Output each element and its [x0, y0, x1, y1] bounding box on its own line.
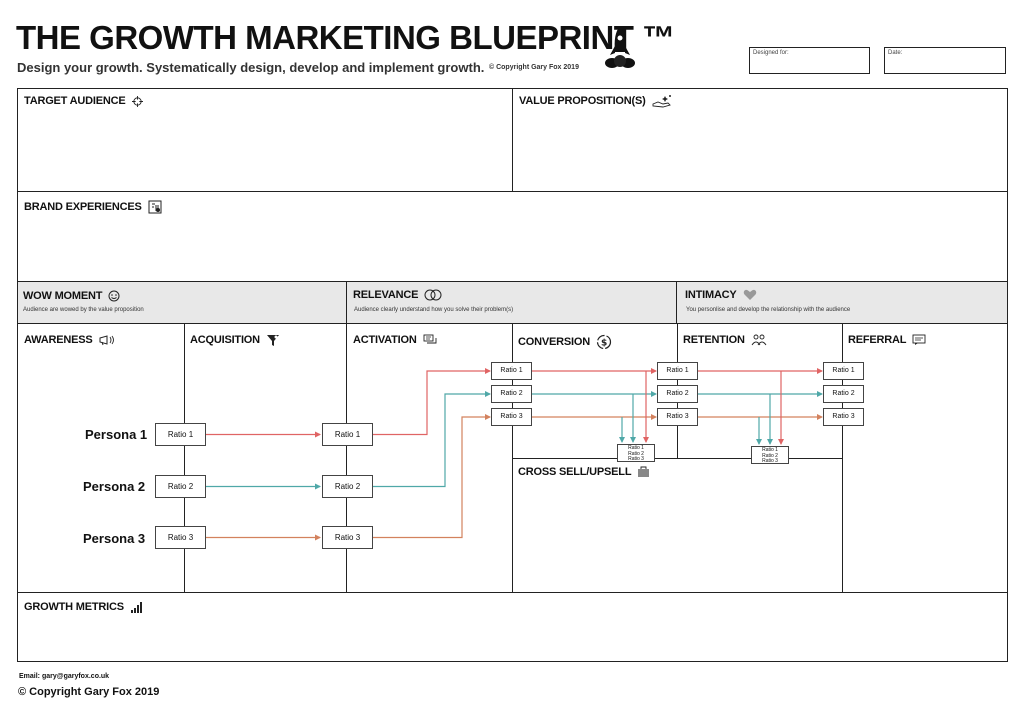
flow-line-ratio-1 [372, 368, 491, 436]
awareness-ratio-2: Ratio 2 [155, 475, 206, 498]
engagement-band [18, 282, 1007, 323]
overlap-circles-icon [424, 289, 442, 301]
conversion-ratio-3: Ratio 3 [657, 408, 698, 426]
footer-email: Email: gary@garyfox.co.uk [19, 673, 110, 680]
megaphone-icon [99, 335, 114, 346]
smiley-icon [108, 290, 120, 302]
footer-copyright: © Copyright Gary Fox 2019 [18, 686, 160, 698]
svg-text:$: $ [601, 339, 607, 349]
cross-sell-heading: CROSS SELL/UPSELL [518, 466, 650, 478]
designed-for-label: Designed for: [753, 50, 789, 56]
relevance-description: Audience clearly understand how you solv… [354, 307, 514, 313]
people-icon [751, 334, 767, 346]
divider [17, 592, 1008, 593]
persona-2-label: Persona 2 [83, 479, 146, 494]
intimacy-heading: INTIMACY [685, 289, 757, 301]
activation-heading: ACTIVATION [353, 334, 437, 346]
dollar-cycle-icon: $ [596, 334, 612, 350]
bars-icon [130, 601, 142, 613]
retention-ratio-1: Ratio 1 [823, 362, 864, 380]
acquisition-ratio-2: Ratio 2 [322, 475, 373, 498]
activation-ratio-2: Ratio 2 [491, 385, 532, 403]
acquisition-ratio-3: Ratio 3 [322, 526, 373, 549]
value-proposition-heading: VALUE PROPOSITION(S) [519, 94, 672, 108]
retention-ratio-2: Ratio 2 [823, 385, 864, 403]
target-audience-heading: TARGET AUDIENCE [24, 95, 143, 107]
heart-icon [743, 290, 756, 301]
conversion-ratio-2: Ratio 2 [657, 385, 698, 403]
crosshair-icon [131, 95, 143, 107]
divider [512, 458, 842, 459]
divider [676, 281, 677, 323]
activation-ratio-3: Ratio 3 [491, 408, 532, 426]
date-label: Date: [888, 50, 903, 56]
divider [512, 88, 513, 192]
referral-heading: REFERRAL [848, 334, 926, 346]
page-title: THE GROWTH MARKETING BLUEPRINT ™ [16, 19, 675, 56]
header-copyright: © Copyright Gary Fox 2019 [489, 64, 579, 71]
conversion-ratio-1: Ratio 1 [657, 362, 698, 380]
brand-experiences-heading: BRAND EXPERIENCES [24, 200, 162, 214]
funnel-icon [266, 335, 279, 346]
persona-1-label: Persona 1 [85, 427, 148, 442]
divider [346, 323, 347, 592]
chat-icon [423, 334, 437, 344]
retention-ratio-3: Ratio 3 [823, 408, 864, 426]
comment-icon [912, 334, 926, 346]
date-field[interactable]: Date: [884, 47, 1006, 74]
hand-sparkle-icon [652, 95, 671, 108]
activation-ratio-1: Ratio 1 [491, 362, 532, 380]
persona-3-label: Persona 3 [83, 531, 146, 546]
conversion-heading: CONVERSION$ [518, 334, 612, 350]
designed-for-field[interactable]: Designed for: [749, 47, 870, 74]
divider [17, 281, 1008, 282]
acquisition-ratio-1: Ratio 1 [322, 423, 373, 446]
growth-metrics-heading: GROWTH METRICS [24, 601, 143, 613]
flow-line-ratio-2 [372, 391, 491, 488]
bag-icon [638, 466, 650, 478]
divider [184, 323, 185, 592]
divider [842, 323, 843, 592]
divider [512, 323, 513, 592]
acquisition-heading: ACQUISITION [190, 333, 280, 347]
retention-heading: RETENTION [683, 334, 767, 346]
relevance-heading: RELEVANCE [353, 289, 442, 301]
page-subtitle: Design your growth. Systematically desig… [17, 60, 485, 75]
awareness-heading: AWARENESS [24, 334, 117, 346]
intimacy-description: You personlise and develop the relations… [686, 307, 851, 313]
flow-line-ratio-3 [372, 414, 491, 539]
brand-icon [148, 200, 162, 214]
awareness-ratio-1: Ratio 1 [155, 423, 206, 446]
wow-moment-heading: WOW MOMENT [23, 290, 120, 302]
wow-moment-description: Audience are wowed by the value proposit… [23, 307, 144, 313]
rocket-icon [605, 26, 635, 68]
awareness-ratio-3: Ratio 3 [155, 526, 206, 549]
divider [346, 281, 347, 323]
